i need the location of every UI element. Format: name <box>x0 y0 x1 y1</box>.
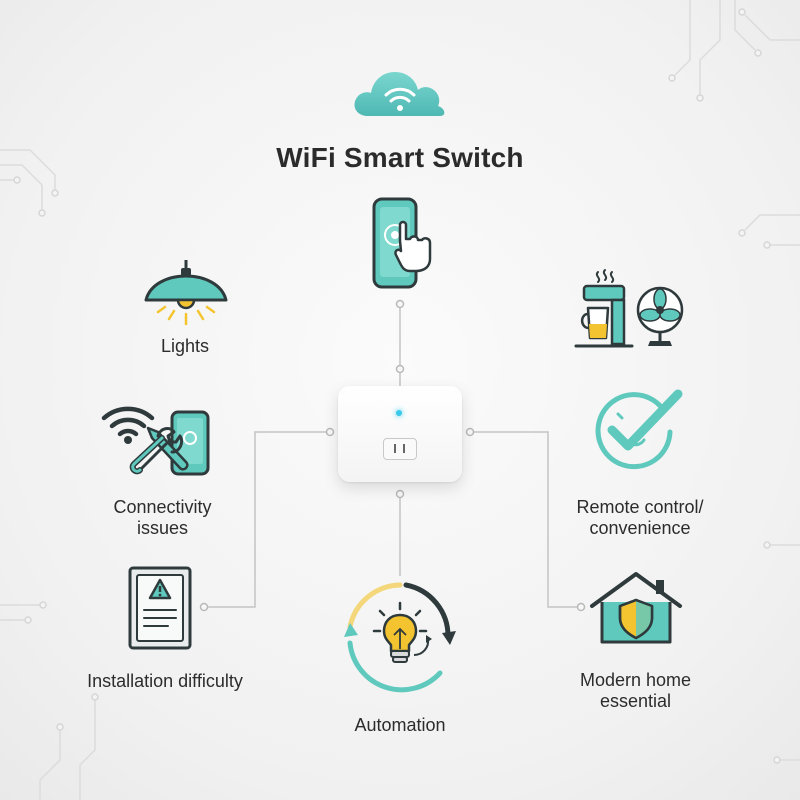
electrical-panel-warning-icon <box>128 566 192 650</box>
label-connectivity-line-2: issues <box>136 518 189 538</box>
label-modern-home: Modern home essential <box>553 670 718 712</box>
wifi-repair-icon <box>101 406 210 476</box>
lightbulb-cycle-icon <box>344 582 456 693</box>
label-remote-line-2: convenience <box>589 518 691 538</box>
label-modern-home-line-1: Modern home <box>579 670 692 690</box>
label-automation: Automation <box>354 715 446 735</box>
label-connectivity-issues: Connectivity issues <box>90 497 235 539</box>
checkmark-circle-icon <box>595 389 683 470</box>
page-title: WiFi Smart Switch <box>276 142 524 173</box>
label-installation-difficulty: Installation difficulty <box>87 671 243 691</box>
cloud-wifi-icon <box>354 72 445 116</box>
label-lights: Lights <box>160 336 210 356</box>
status-led <box>396 410 402 416</box>
home-shield-icon <box>590 572 682 644</box>
connector-right <box>470 431 578 608</box>
coffee-maker-fan-icon <box>574 269 684 348</box>
label-modern-home-line-2: essential <box>599 691 672 711</box>
pendant-lamp-icon <box>144 260 228 326</box>
label-connectivity-line-1: Connectivity <box>113 497 212 517</box>
connector-left <box>207 431 330 608</box>
smartphone-tap-icon <box>372 197 432 289</box>
label-remote-line-1: Remote control/ <box>576 497 704 517</box>
label-remote-control: Remote control/ convenience <box>550 497 730 539</box>
smart-plug-icon <box>338 386 462 482</box>
outlet-socket <box>383 438 417 460</box>
